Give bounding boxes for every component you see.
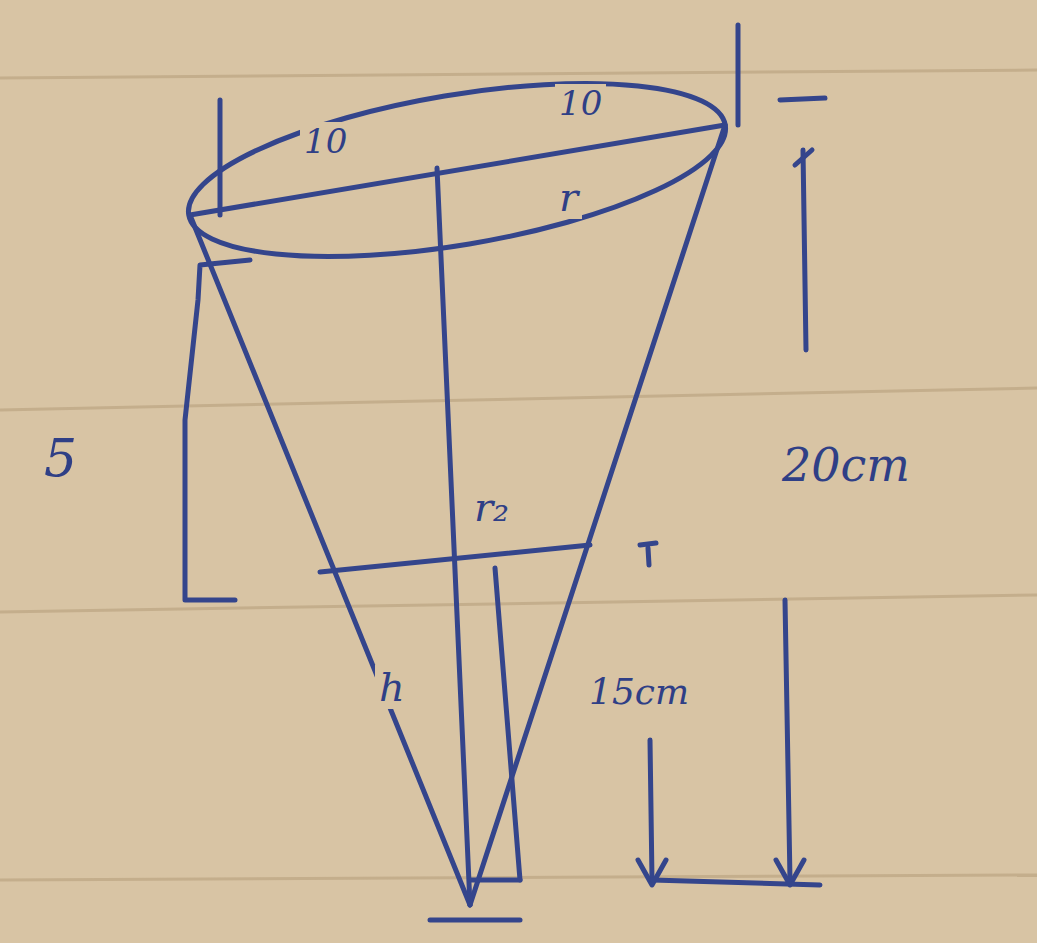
dimension-label: 15cm xyxy=(585,672,693,712)
slant-label: 5 xyxy=(40,430,81,486)
dimension-label: 10 xyxy=(300,122,351,160)
height-label: h xyxy=(375,665,409,709)
radius-label: r₂ xyxy=(470,485,513,529)
dimension-label: 10 xyxy=(555,84,606,122)
dimension-label: 20cm xyxy=(778,440,914,490)
radius-label: r xyxy=(555,175,582,219)
